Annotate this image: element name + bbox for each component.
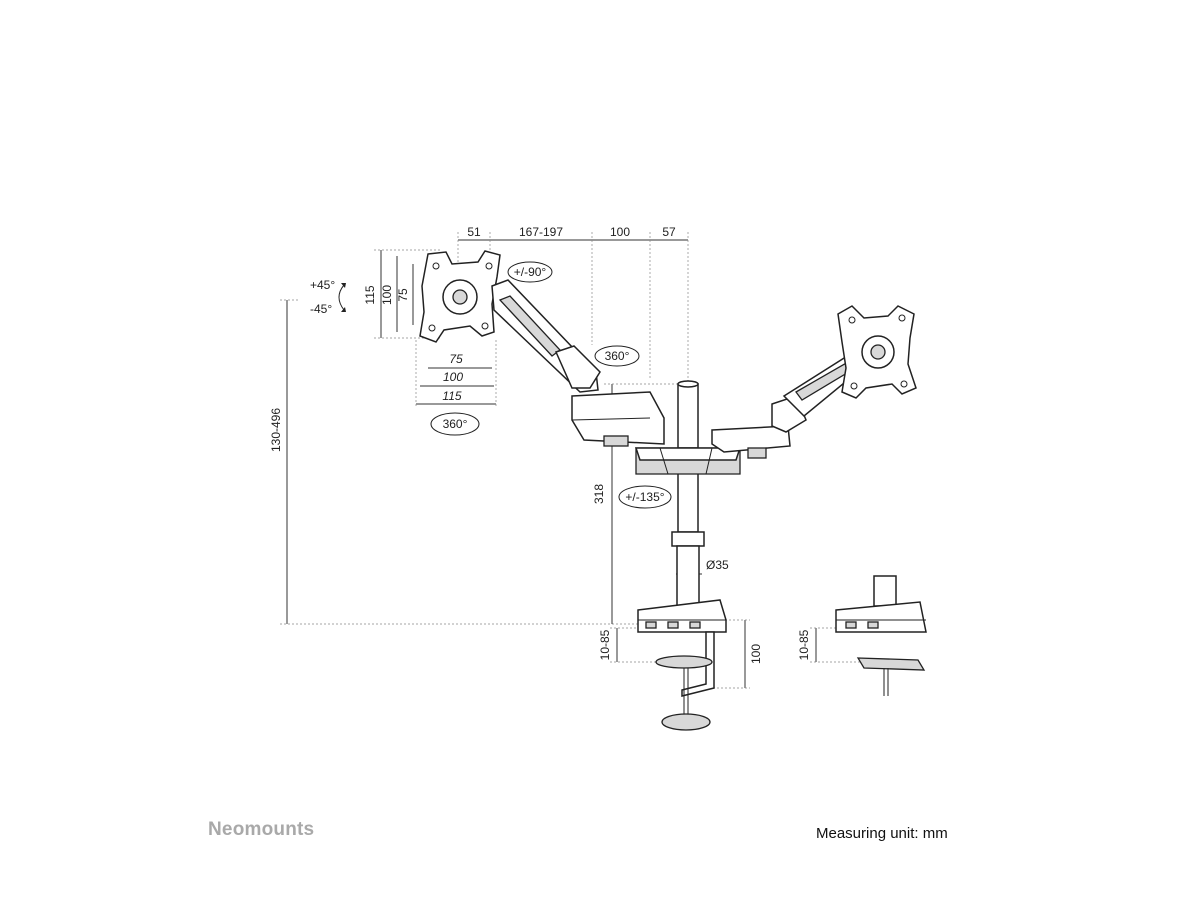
dim-clamp-thickness: 10-85 [598,629,612,660]
right-vesa-plate [837,305,917,399]
dim-vesa-h-115: 115 [442,389,461,403]
right-arm [711,347,874,459]
dim-width-51: 51 [467,225,481,239]
left-arm [491,279,665,447]
tilt-arrow-icon [338,284,345,311]
dim-vesa-h-100: 100 [443,370,463,384]
rotation-arm-badge [507,261,553,283]
dim-vesa-h-75: 75 [449,352,463,366]
vesa-vertical-dimension-lines [374,249,440,339]
swivel-arm-badge [594,345,640,367]
dim-pole-diameter: Ø35 [706,558,729,572]
measuring-unit-label: Measuring unit: mm [816,825,948,842]
dim-width-167-197: 167-197 [519,225,563,239]
rotation-arm-label: +/-90° [514,265,547,279]
tilt-up-label: +45° [310,278,335,292]
vesa-horizontal-dimension-lines [415,340,497,408]
grommet-mount [835,575,927,696]
pole [671,380,705,607]
dim-vesa-100: 100 [380,285,394,305]
dim-height-range: 130-496 [269,408,283,452]
tilt-down-label: -45° [310,302,332,316]
swivel-head-label: 360° [443,417,468,431]
dim-width-57: 57 [662,225,676,239]
swivel-base-badge [618,485,672,509]
dim-pole-height: 318 [592,484,606,504]
dim-vesa-75: 75 [396,288,410,302]
grommet-dimension-lines [810,627,860,663]
swivel-head-badge [430,412,480,436]
desk-clamp [637,599,727,731]
dim-width-100: 100 [610,225,630,239]
dim-grommet-thickness: 10-85 [797,629,811,660]
left-vesa-plate [419,250,501,343]
dim-vesa-115: 115 [363,285,377,304]
dim-clamp-depth: 100 [749,644,763,664]
swivel-base-label: +/-135° [625,490,664,504]
base-collar [634,447,742,475]
swivel-arm-label: 360° [605,349,630,363]
brand-logo: Neomounts [208,819,315,840]
